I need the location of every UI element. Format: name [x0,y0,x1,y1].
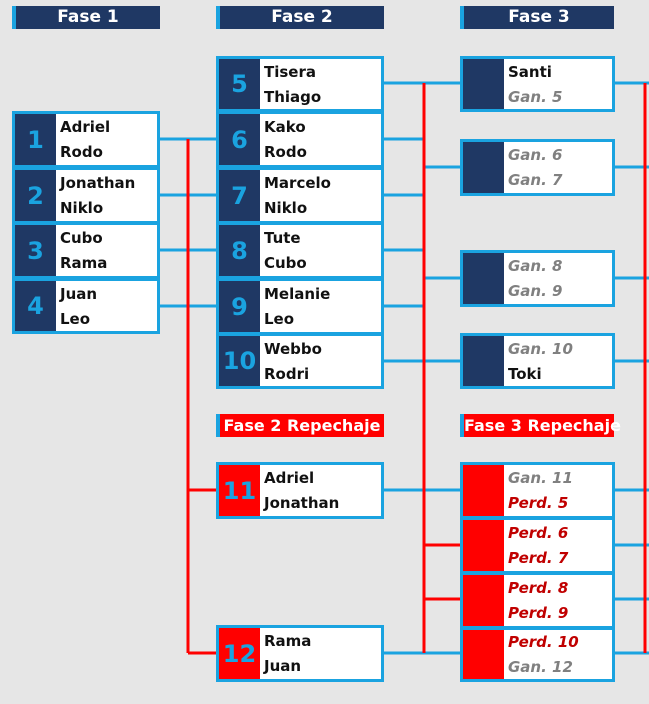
match-number-slot [463,465,504,516]
player-name: Leo [60,309,91,328]
winner-placeholder: Gan. 11 [508,468,573,487]
winner-placeholder: Gan. 7 [508,171,563,190]
match-number: 6 [219,114,260,165]
match-fase3-rep-3[interactable]: Perd. 8 Perd. 9 [460,572,615,629]
match-number: 5 [219,59,260,109]
player-name: Jonathan [60,173,136,192]
header-fase-3-repechaje: Fase 3 Repechaje [460,414,621,437]
loser-placeholder: Perd. 6 [508,523,569,542]
match-fase3-4[interactable]: Gan. 10 Toki [460,333,615,389]
match-number: 4 [15,281,56,331]
player-name: Juan [264,657,302,676]
header-fase-3: Fase 3 [460,6,614,29]
header-fase-2-repechaje: Fase 2 Repechaje [216,414,384,437]
winner-placeholder: Gan. 9 [508,282,563,301]
player-name: Melanie [264,284,331,303]
player-name: Leo [264,310,295,329]
winner-placeholder: Gan. 8 [508,256,563,275]
player-name: Webbo [264,339,322,358]
player-name: Tute [264,228,301,247]
match-number-slot [463,253,504,304]
match-number: 12 [219,628,260,679]
match-number: 11 [219,465,260,516]
loser-placeholder: Perd. 9 [508,604,569,623]
header-fase-2: Fase 2 [216,6,384,29]
loser-placeholder: Perd. 5 [508,494,569,513]
winner-placeholder: Gan. 6 [508,145,563,164]
player-name: Thiago [264,87,322,106]
player-name: Rama [60,254,108,273]
loser-placeholder: Perd. 10 [508,633,579,652]
match-fase3-rep-4[interactable]: Perd. 10 Gan. 12 [460,627,615,682]
player-name: Tisera [264,62,316,81]
match-number-slot [463,520,504,571]
match-number-slot [463,630,504,679]
player-name: Marcelo [264,173,331,192]
player-name: Rodri [264,364,310,383]
match-number: 8 [219,225,260,276]
match-number: 9 [219,281,260,332]
header-fase-1: Fase 1 [12,6,160,29]
match-fase3-2[interactable]: Gan. 6 Gan. 7 [460,139,615,196]
player-name: Niklo [264,199,308,218]
match-number-slot [463,142,504,193]
player-name: Santi [508,62,552,81]
player-name: Adriel [60,117,111,136]
match-fase3-rep-2[interactable]: Perd. 6 Perd. 7 [460,517,615,574]
match-number-slot [463,575,504,626]
match-number: 3 [15,225,56,276]
loser-placeholder: Perd. 7 [508,549,569,568]
match-number: 2 [15,170,56,221]
match-number-slot [463,336,504,386]
player-name: Rodo [264,143,307,162]
player-name: Kako [264,117,306,136]
match-number: 7 [219,170,260,221]
winner-placeholder: Gan. 5 [508,87,563,106]
winner-placeholder: Gan. 10 [508,339,573,358]
player-name: Adriel [264,468,315,487]
player-name: Toki [508,364,542,383]
loser-placeholder: Perd. 8 [508,578,569,597]
player-name: Cubo [264,254,307,273]
player-name: Jonathan [264,494,340,513]
match-fase3-rep-1[interactable]: Gan. 11 Perd. 5 [460,462,615,519]
player-name: Rama [264,631,312,650]
match-fase3-3[interactable]: Gan. 8 Gan. 9 [460,250,615,307]
winner-placeholder: Gan. 12 [508,657,573,676]
player-name: Rodo [60,143,103,162]
player-name: Niklo [60,199,104,218]
player-name: Cubo [60,228,103,247]
match-number: 10 [219,336,260,386]
match-number: 1 [15,114,56,165]
match-number-slot [463,59,504,109]
player-name: Juan [60,284,98,303]
